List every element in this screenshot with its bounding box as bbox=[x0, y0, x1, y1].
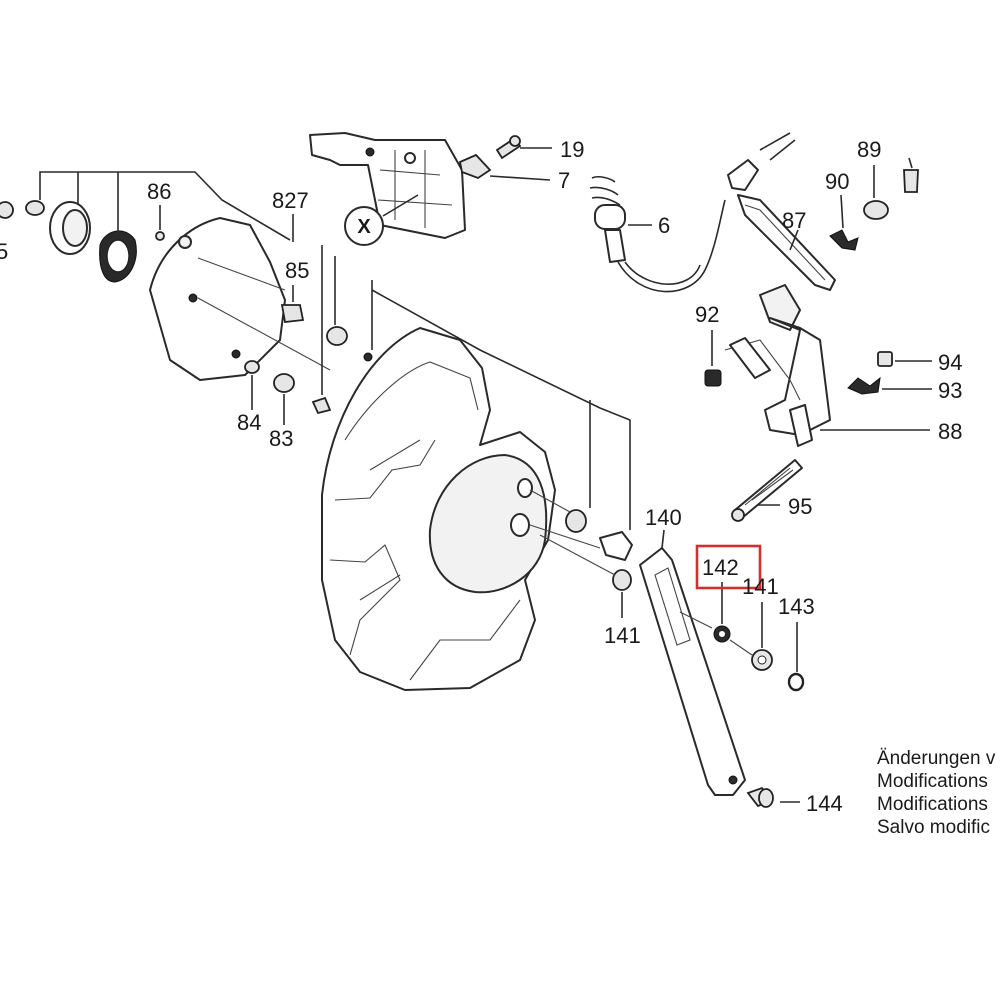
spring-90 bbox=[829, 194, 859, 251]
note-line-3: Modifications bbox=[877, 794, 988, 815]
part-label-7: 7 bbox=[558, 168, 570, 193]
leader-bracket bbox=[39, 171, 291, 241]
left-small-parts bbox=[0, 200, 165, 283]
part-label-140: 140 bbox=[645, 505, 682, 530]
washer-84 bbox=[244, 360, 260, 410]
lever-87 bbox=[727, 132, 836, 291]
part-label-83: 83 bbox=[269, 426, 293, 451]
screw-19 bbox=[495, 135, 552, 160]
part-label-827: 827 bbox=[272, 188, 309, 213]
x-callout-label: X bbox=[357, 216, 371, 238]
part-label-143: 143 bbox=[778, 594, 815, 619]
bushing-parts bbox=[311, 245, 373, 415]
part-label-84: 84 bbox=[237, 410, 261, 435]
part-label-94: 94 bbox=[938, 350, 962, 375]
upper-bracket-part bbox=[309, 132, 466, 239]
part-label-88: 88 bbox=[938, 419, 962, 444]
washer-141-left bbox=[539, 534, 632, 618]
part-label-5: 5 bbox=[0, 239, 8, 264]
highlight-box-142 bbox=[695, 544, 762, 590]
knob-83 bbox=[273, 373, 295, 425]
part-label-141-right: 141 bbox=[742, 574, 779, 599]
part-label-144: 144 bbox=[806, 791, 843, 816]
x-callout: X bbox=[344, 194, 419, 246]
cable-6 bbox=[589, 175, 726, 293]
note-line-1: Änderungen v bbox=[877, 748, 996, 769]
spring-93 bbox=[847, 376, 932, 395]
modification-notes: Änderungen v Modifications Modifications… bbox=[877, 748, 996, 838]
part-label-90: 90 bbox=[825, 169, 849, 194]
bolt-95 bbox=[731, 459, 803, 522]
part-label-87: 87 bbox=[782, 208, 806, 233]
nut-92 bbox=[704, 330, 722, 387]
part-label-85: 85 bbox=[285, 258, 309, 283]
clip-7 bbox=[458, 153, 551, 181]
screw-89 bbox=[863, 157, 919, 220]
washer-142 bbox=[679, 582, 731, 643]
note-line-2: Modifications bbox=[877, 771, 988, 792]
nut-94 bbox=[877, 351, 932, 367]
note-line-4: Salvo modific bbox=[877, 817, 990, 838]
ring-143 bbox=[787, 622, 805, 692]
part-label-89: 89 bbox=[857, 137, 881, 162]
screw-85 bbox=[280, 285, 305, 323]
part-label-141-left: 141 bbox=[604, 623, 641, 648]
blade-guard bbox=[321, 327, 556, 691]
screw-144 bbox=[746, 786, 800, 808]
arm-140 bbox=[639, 529, 746, 796]
part-label-19: 19 bbox=[560, 137, 584, 162]
part-label-95: 95 bbox=[788, 494, 812, 519]
hub-bushing bbox=[371, 289, 633, 561]
washer-141-right bbox=[729, 602, 773, 671]
cover-plate-827 bbox=[149, 217, 331, 381]
part-label-6: 6 bbox=[658, 213, 670, 238]
part-label-142: 142 bbox=[702, 555, 739, 580]
latch-88 bbox=[724, 284, 930, 447]
part-label-92: 92 bbox=[695, 302, 719, 327]
part-label-93: 93 bbox=[938, 378, 962, 403]
part-label-86: 86 bbox=[147, 179, 171, 204]
